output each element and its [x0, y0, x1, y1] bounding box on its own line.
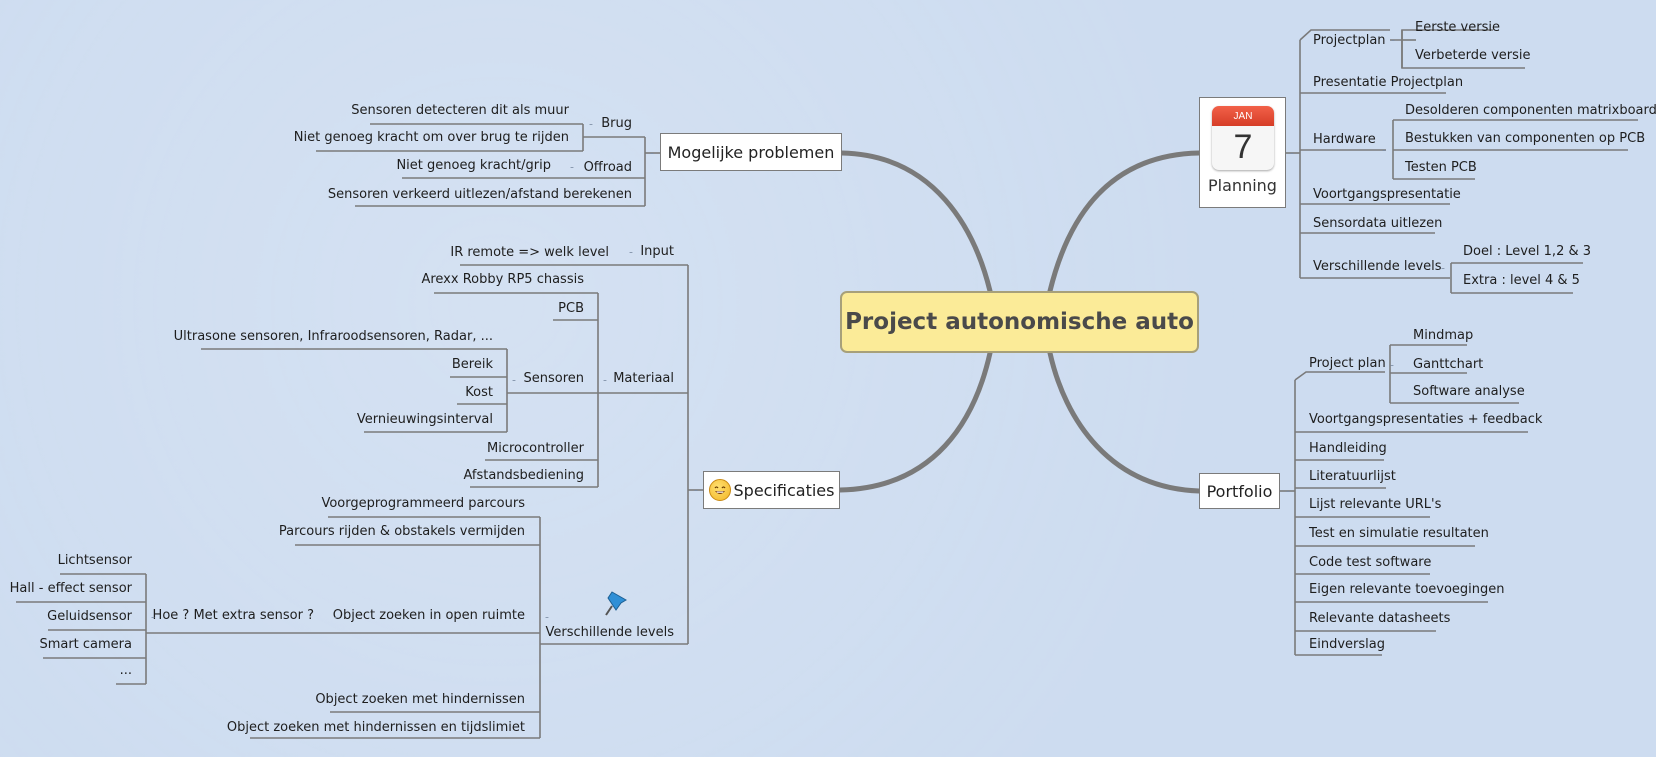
- problemen-sensoren-verkeerd[interactable]: Sensoren verkeerd uitlezen/afstand berek…: [327, 187, 632, 202]
- portfolio-item[interactable]: Eigen relevante toevoegingen: [1309, 582, 1505, 597]
- central-topic[interactable]: Project autonomische auto: [840, 291, 1199, 353]
- portfolio-item[interactable]: Test en simulatie resultaten: [1309, 526, 1489, 541]
- branch-portfolio-curve: [1047, 350, 1202, 494]
- planning-voortgang[interactable]: Voortgangspresentatie: [1313, 187, 1461, 202]
- collapse-toggle[interactable]: -: [650, 146, 654, 160]
- planning-doel[interactable]: Doel : Level 1,2 & 3: [1463, 244, 1592, 259]
- problemen-kracht-brug[interactable]: Niet genoeg kracht om over brug te rijde…: [293, 130, 569, 145]
- spec-verschillende-levels[interactable]: Verschillende levels: [545, 625, 674, 640]
- collapse-toggle[interactable]: -: [1290, 146, 1294, 160]
- spec-hall-sensor[interactable]: Hall - effect sensor: [9, 581, 132, 596]
- planning-presentatie[interactable]: Presentatie Projectplan: [1313, 75, 1464, 90]
- portfolio-item[interactable]: Relevante datasheets: [1309, 611, 1451, 626]
- spec-level-tijdslimiet[interactable]: Object zoeken met hindernissen en tijdsl…: [226, 720, 525, 735]
- collapse-toggle[interactable]: -: [603, 373, 607, 387]
- spec-geluidsensor[interactable]: Geluidsensor: [47, 609, 132, 624]
- smiley-icon: [708, 479, 731, 501]
- collapse-toggle[interactable]: -: [1390, 358, 1394, 372]
- spec-chassis[interactable]: Arexx Robby RP5 chassis: [421, 272, 584, 287]
- planning-verbeterde-versie[interactable]: Verbeterde versie: [1415, 48, 1531, 63]
- spec-ir-remote[interactable]: IR remote => welk level: [450, 245, 609, 260]
- specificaties-label: Specificaties: [733, 480, 835, 500]
- problemen-topic[interactable]: Mogelijke problemen: [660, 133, 842, 171]
- portfolio-item[interactable]: Voortgangspresentaties + feedback: [1309, 412, 1543, 427]
- collapse-toggle[interactable]: -: [1382, 143, 1386, 157]
- portfolio-item[interactable]: Literatuurlijst: [1309, 469, 1396, 484]
- collapse-toggle[interactable]: -: [694, 483, 698, 497]
- planning-desolderen[interactable]: Desolderen componenten matrixboard: [1405, 103, 1656, 118]
- pin-icon: [605, 591, 627, 616]
- portfolio-project-plan[interactable]: Project plan: [1309, 356, 1386, 371]
- collapse-toggle[interactable]: -: [570, 160, 574, 174]
- planning-label: Planning: [1208, 176, 1277, 195]
- collapse-toggle[interactable]: -: [1391, 33, 1395, 47]
- calendar-day: 7: [1233, 128, 1253, 166]
- spec-microcontroller[interactable]: Microcontroller: [486, 441, 584, 456]
- spec-input[interactable]: Input: [640, 244, 674, 259]
- planning-hardware[interactable]: Hardware: [1313, 132, 1376, 147]
- spec-level-hindernissen[interactable]: Object zoeken met hindernissen: [315, 692, 525, 707]
- spec-lichtsensor[interactable]: Lichtsensor: [57, 553, 132, 568]
- problemen-brug[interactable]: Brug: [601, 116, 632, 131]
- portfolio-item[interactable]: Handleiding: [1309, 441, 1387, 456]
- collapse-toggle[interactable]: -: [334, 610, 338, 624]
- portfolio-item[interactable]: Eindverslag: [1309, 637, 1385, 652]
- portfolio-item[interactable]: Lijst relevante URL's: [1309, 497, 1442, 512]
- planning-testen-pcb[interactable]: Testen PCB: [1405, 160, 1477, 175]
- portfolio-ganttchart[interactable]: Ganttchart: [1413, 357, 1484, 372]
- calendar-icon: JAN 7: [1212, 106, 1274, 170]
- problemen-offroad[interactable]: Offroad: [583, 160, 632, 175]
- portfolio-topic[interactable]: Portfolio: [1199, 473, 1280, 509]
- spec-level-voorgeprogrammeerd[interactable]: Voorgeprogrammeerd parcours: [321, 496, 525, 511]
- spec-ellipsis[interactable]: ...: [119, 663, 132, 678]
- spec-bereik[interactable]: Bereik: [451, 357, 493, 372]
- planning-sensordata[interactable]: Sensordata uitlezen: [1313, 216, 1443, 231]
- portfolio-item[interactable]: Code test software: [1309, 555, 1432, 570]
- planning-bestukken[interactable]: Bestukken van componenten op PCB: [1405, 131, 1646, 146]
- spec-vernieuwingsinterval[interactable]: Vernieuwingsinterval: [356, 412, 493, 427]
- planning-extra[interactable]: Extra : level 4 & 5: [1463, 273, 1580, 288]
- specificaties-topic[interactable]: Specificaties: [703, 471, 840, 509]
- problemen-sensoren-muur[interactable]: Sensoren detecteren dit als muur: [351, 103, 569, 118]
- planning-eerste-versie[interactable]: Eerste versie: [1415, 20, 1500, 35]
- spec-hoe[interactable]: Hoe ? Met extra sensor ?: [152, 608, 314, 623]
- spec-sensoren[interactable]: Sensoren: [523, 371, 584, 386]
- collapse-toggle[interactable]: -: [629, 245, 633, 259]
- calendar-month: JAN: [1212, 106, 1274, 126]
- branch-planning-curve: [1047, 150, 1202, 294]
- spec-sensor-types[interactable]: Ultrasone sensoren, Infraroodsensoren, R…: [173, 329, 493, 344]
- branch-problemen-curve: [839, 150, 993, 294]
- planning-levels[interactable]: Verschillende levels: [1313, 259, 1442, 274]
- collapse-toggle[interactable]: -: [512, 373, 516, 387]
- portfolio-software-analyse[interactable]: Software analyse: [1413, 384, 1525, 399]
- planning-projectplan[interactable]: Projectplan: [1313, 33, 1386, 48]
- problemen-kracht-grip[interactable]: Niet genoeg kracht/grip: [396, 158, 551, 173]
- portfolio-mindmap[interactable]: Mindmap: [1413, 328, 1474, 343]
- planning-topic[interactable]: JAN 7 Planning: [1199, 97, 1286, 208]
- collapse-toggle[interactable]: -: [151, 610, 155, 624]
- spec-level-object-open[interactable]: Object zoeken in open ruimte: [332, 608, 525, 623]
- branch-specificaties-curve: [837, 350, 993, 493]
- collapse-toggle[interactable]: -: [545, 610, 549, 624]
- spec-afstandsbediening[interactable]: Afstandsbediening: [463, 468, 584, 483]
- spec-materiaal[interactable]: Materiaal: [613, 371, 674, 386]
- collapse-toggle[interactable]: -: [1441, 261, 1445, 275]
- spec-kost[interactable]: Kost: [465, 385, 493, 400]
- collapse-toggle[interactable]: -: [589, 117, 593, 131]
- collapse-toggle[interactable]: -: [1286, 484, 1290, 498]
- spec-pcb[interactable]: PCB: [558, 301, 584, 316]
- spec-level-parcours[interactable]: Parcours rijden & obstakels vermijden: [278, 524, 525, 539]
- spec-smart-camera[interactable]: Smart camera: [39, 637, 132, 652]
